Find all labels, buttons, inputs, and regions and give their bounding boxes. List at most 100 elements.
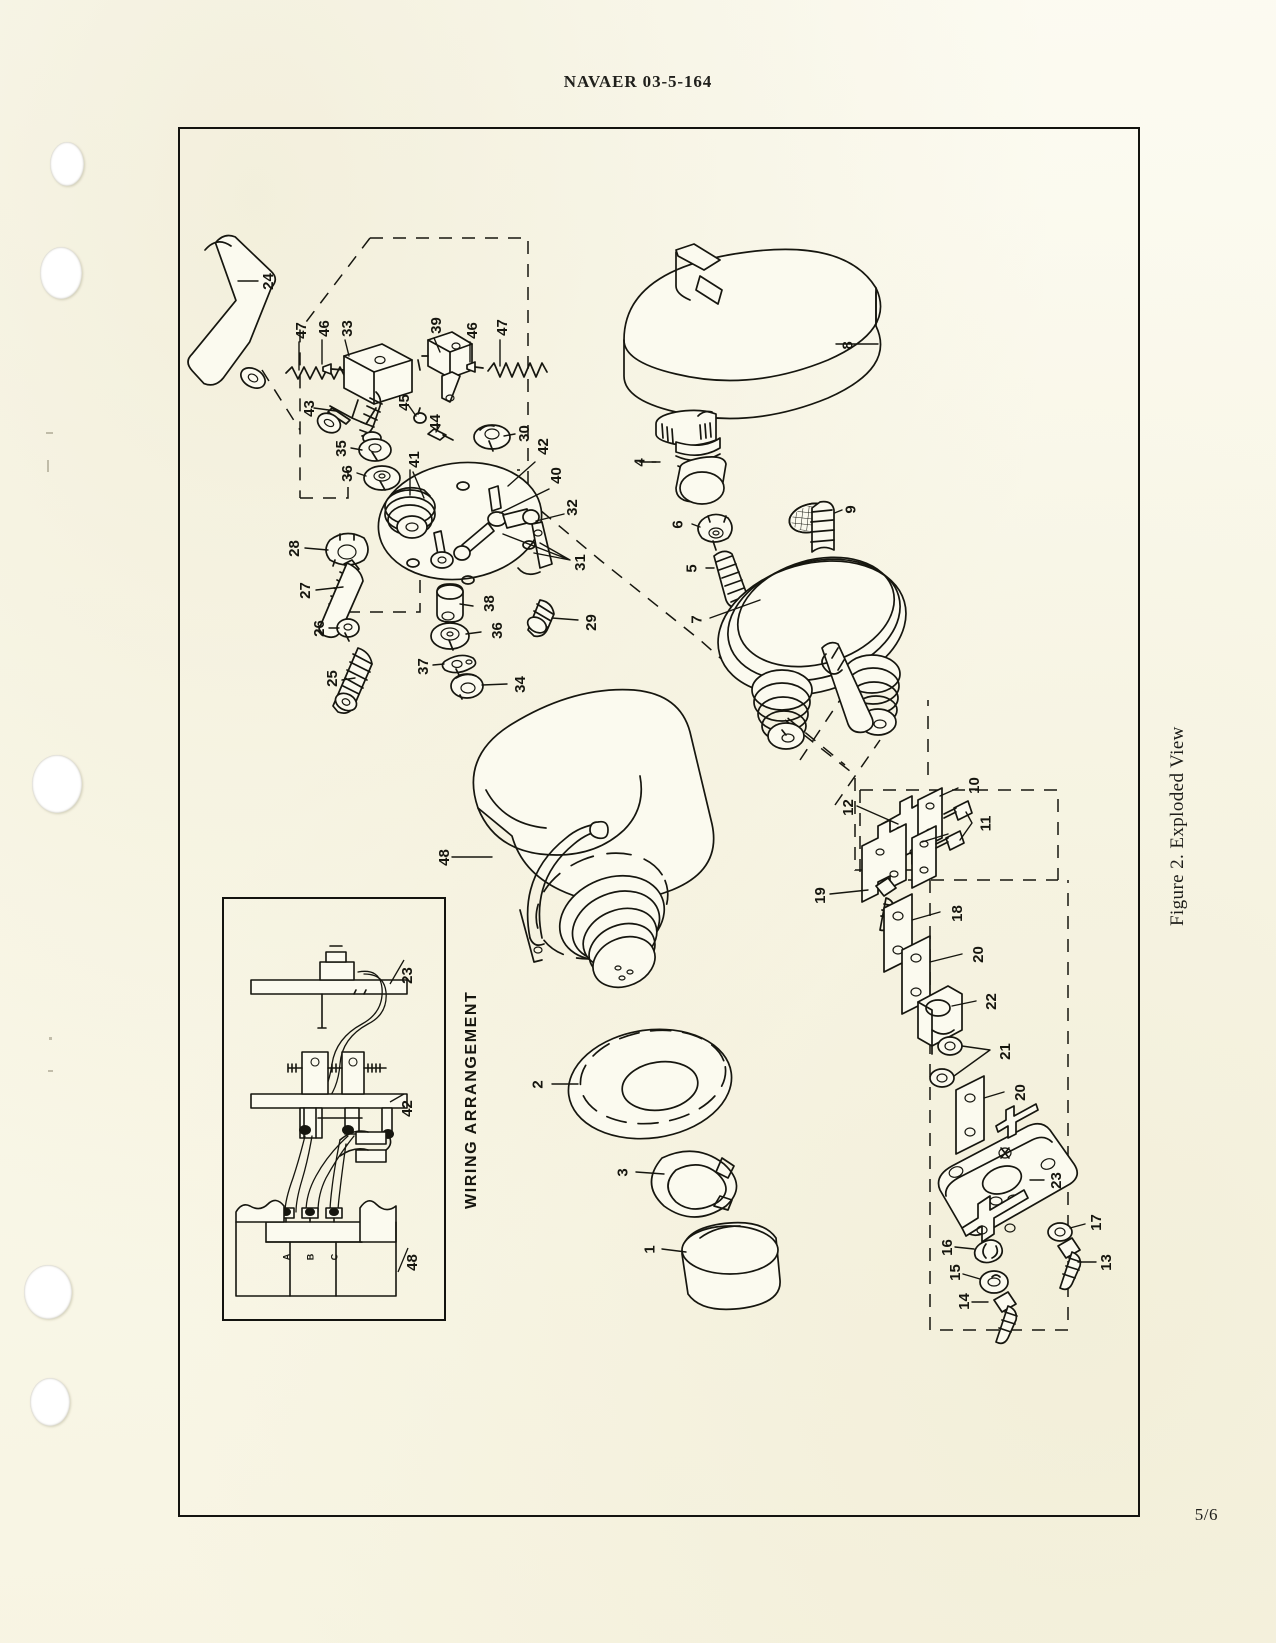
callout-19: 19 [811, 887, 829, 904]
part-14-screw [993, 1291, 1018, 1345]
part-26-nut-small [336, 618, 360, 642]
callout-8: 8 [839, 341, 857, 350]
terminal-label-a: A [281, 1253, 292, 1261]
callout-12: 12 [839, 799, 857, 816]
callout-10: 10 [965, 777, 983, 794]
inset-callout-48: 48 [403, 1254, 421, 1271]
part-10-bracket-lower [911, 825, 937, 889]
part-39-switch-bracket [417, 331, 473, 403]
part-21-washer-lower [929, 1068, 955, 1088]
callout-14: 14 [955, 1293, 973, 1310]
page-header: NAVAER 03-5-164 [563, 72, 713, 91]
callout-47b: 47 [493, 319, 511, 336]
callout-13: 13 [1097, 1254, 1115, 1271]
callout-15: 15 [946, 1264, 964, 1281]
callout-46b: 46 [463, 322, 481, 339]
part-17-washer [1047, 1222, 1073, 1242]
callout-43: 43 [300, 400, 318, 417]
part-4-plug [655, 409, 727, 505]
part-29-bolt [526, 599, 555, 638]
callout-1: 1 [641, 1245, 659, 1254]
part-23-mounting-plate [937, 1103, 1079, 1243]
callout-36: 36 [338, 465, 356, 482]
callout-48: 48 [435, 849, 453, 866]
callout-9: 9 [842, 505, 860, 514]
callout-4: 4 [631, 458, 649, 467]
part-45-pin [413, 407, 427, 424]
part-47-spring-right [487, 362, 548, 378]
part-24-shaft [187, 234, 277, 389]
callout-3: 3 [614, 1168, 632, 1177]
callout-36b: 36 [488, 622, 506, 639]
figure-frame [178, 127, 1140, 1517]
callout-32: 32 [563, 499, 581, 516]
punch-hole [50, 142, 84, 186]
callout-5: 5 [683, 564, 701, 573]
callout-20: 20 [969, 946, 987, 963]
callout-21: 21 [996, 1043, 1014, 1060]
callout-31: 31 [571, 554, 589, 571]
part-48-motor-housing [472, 688, 715, 989]
callout-38: 38 [480, 595, 498, 612]
callout-40: 40 [547, 467, 565, 484]
scan-speck [48, 1070, 53, 1072]
part-11-screw-upper [943, 800, 973, 821]
part-22-clip [917, 985, 963, 1055]
punch-hole [24, 1265, 72, 1319]
part-1-cap [681, 1221, 781, 1311]
wiring-arrangement-title: WIRING ARRANGEMENT [463, 990, 480, 1209]
part-2-gasket [567, 1028, 733, 1140]
part-43-screw [316, 405, 353, 434]
scan-speck [47, 460, 49, 472]
part-42-end-plate [377, 461, 553, 585]
callout-39: 39 [427, 317, 445, 334]
callout-26: 26 [310, 620, 328, 637]
part-20-bracket-upper [901, 935, 931, 1015]
part-16-lockwasher [973, 1239, 1004, 1264]
part-30-grommet [473, 424, 511, 452]
part-11-screw-lower [935, 830, 965, 851]
callout-16: 16 [938, 1239, 956, 1256]
callout-44: 44 [426, 414, 444, 431]
callout-34: 34 [511, 676, 529, 693]
callout-37: 37 [414, 658, 432, 675]
part-25-bolt-long [332, 647, 373, 714]
part-37-retainer [441, 654, 477, 678]
part-28-nut [325, 532, 369, 567]
terminal-label-c: C [329, 1253, 340, 1261]
punch-hole [30, 1378, 70, 1426]
page-number: 5/6 [1194, 1505, 1218, 1524]
part-36-washer-left [363, 465, 401, 491]
part-34-grommet [450, 673, 484, 700]
wiring-arrangement-inset [222, 897, 446, 1321]
callout-7: 7 [688, 615, 706, 624]
part-15-washer [979, 1270, 1009, 1294]
part-21-washer-upper [937, 1036, 963, 1056]
callout-35: 35 [332, 440, 350, 457]
part-8-clamp-band [623, 243, 882, 420]
inset-callout-23: 23 [398, 967, 416, 984]
callout-41: 41 [405, 451, 423, 468]
callout-29: 29 [582, 614, 600, 631]
punch-hole [32, 755, 82, 813]
callout-27: 27 [296, 582, 314, 599]
callout-6: 6 [669, 520, 687, 529]
callout-24: 24 [259, 273, 277, 290]
callout-28: 28 [285, 540, 303, 557]
callout-22: 22 [982, 993, 1000, 1010]
part-35-grommet [358, 438, 392, 462]
part-6-nut [697, 513, 733, 551]
callout-23: 23 [1047, 1172, 1065, 1189]
callout-45: 45 [395, 394, 413, 411]
callout-2: 2 [529, 1080, 547, 1089]
part-20-bracket-lower [955, 1075, 985, 1155]
scan-speck [46, 432, 53, 434]
part-13-screw [1057, 1237, 1082, 1291]
callout-20b: 20 [1011, 1084, 1029, 1101]
part-3-retaining-ring [650, 1150, 738, 1218]
part-44-screw [427, 428, 454, 441]
callout-17: 17 [1087, 1214, 1105, 1231]
scan-speck [49, 1037, 52, 1040]
part-36-washer-right [430, 622, 470, 651]
part-38-bushing [436, 583, 464, 623]
